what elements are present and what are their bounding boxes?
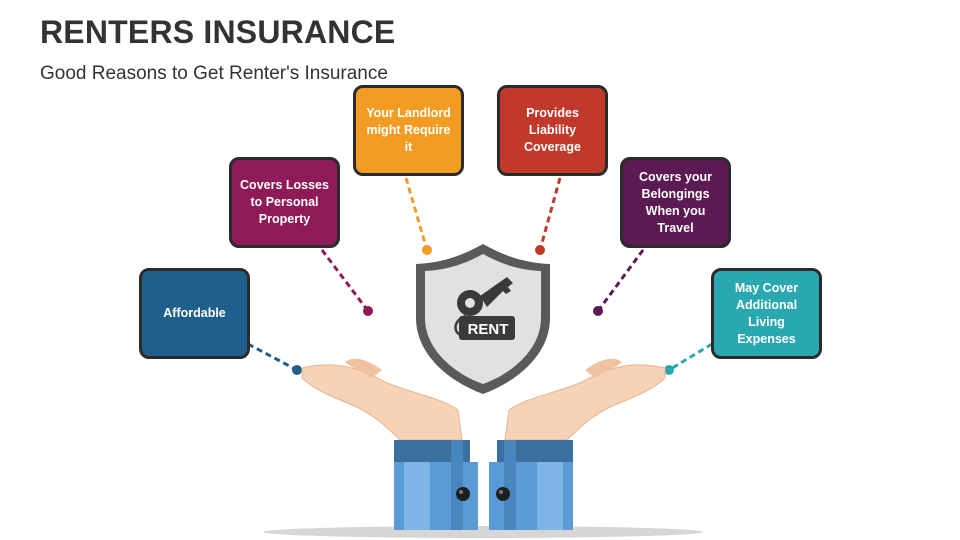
reason-card-liability-coverage: Provides Liability Coverage [497,85,608,176]
rent-tag [459,316,515,340]
connector-line [596,249,645,312]
page-title: RENTERS INSURANCE [40,14,396,50]
connectors [247,177,713,375]
right-hand-icon [489,358,666,530]
reason-card-personal-property: Covers Losses to Personal Property [229,157,340,248]
floor-shadow [263,526,703,538]
left-hand-icon [301,358,478,530]
connector-dot [363,306,373,316]
connector-dot [535,245,545,255]
connector-line [538,177,562,251]
reason-card-landlord-requirement: Your Landlord might Require it [353,85,464,176]
connector-line [247,342,298,372]
reason-card-belongings-travel: Covers your Belongings When you Travel [620,157,731,248]
connector-dot [664,365,674,375]
key-icon [457,277,513,316]
connector-dot [422,245,432,255]
shield-icon: RENT [416,244,550,394]
connector-line [668,342,713,372]
reason-card-affordable: Affordable [139,268,250,359]
connector-line [320,249,370,312]
connector-line [404,177,429,251]
page-subtitle: Good Reasons to Get Renter's Insurance [40,63,388,84]
reason-card-living-expenses: May Cover Additional Living Expenses [711,268,822,359]
rent-tag-label: RENT [468,321,509,338]
connector-dot [292,365,302,375]
connector-dot [593,306,603,316]
